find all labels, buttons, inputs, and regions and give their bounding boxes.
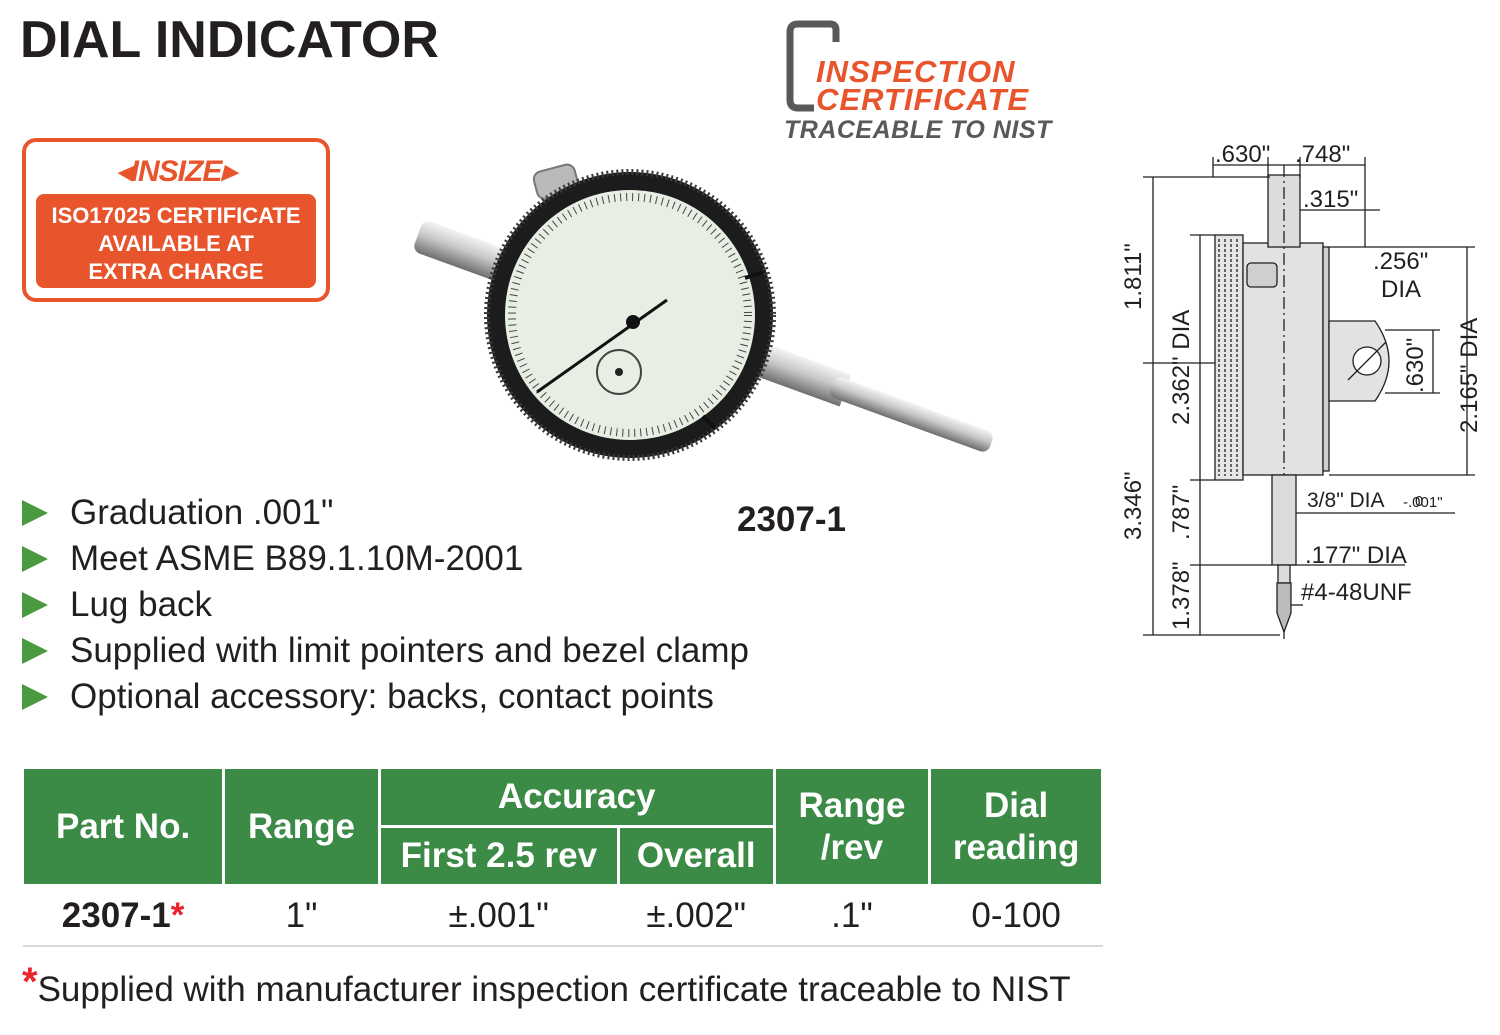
list-item: Graduation .001": [22, 490, 749, 536]
header-overall: Overall: [616, 825, 776, 887]
header-first-rev: First 2.5 rev: [377, 825, 620, 887]
page-title: DIAL INDICATOR: [20, 11, 439, 69]
dim-630-top: .630": [1215, 141, 1270, 168]
footnote: *Supplied with manufacturer inspection c…: [22, 960, 1071, 1010]
feature-list: Graduation .001" Meet ASME B89.1.10M-200…: [22, 490, 749, 720]
certificate-line-1: INSPECTION: [816, 54, 1016, 89]
dim-3-8-dia: 3/8" DIA: [1307, 489, 1385, 512]
dim-748: .748": [1295, 141, 1350, 168]
cell-range-rev: .1": [774, 885, 930, 947]
list-item: Meet ASME B89.1.10M-2001: [22, 536, 749, 582]
header-part-no: Part No.: [20, 766, 226, 887]
cell-dial-reading: 0-100: [929, 885, 1103, 947]
badge-line: AVAILABLE AT: [98, 231, 254, 256]
dim-2165-dia: 2.165" DIA: [1456, 318, 1483, 433]
header-accuracy: Accuracy: [377, 766, 776, 828]
badge-line: ISO17025 CERTIFICATE: [51, 203, 301, 228]
model-label: 2307-1: [737, 500, 846, 539]
dim-tolerance-lower-text: -.001": [1403, 494, 1443, 511]
cell-overall: ±.002": [618, 885, 775, 947]
bullet-arrow-icon: [22, 592, 48, 618]
certificate-line-2: CERTIFICATE: [816, 82, 1030, 117]
header-range: Range: [222, 766, 381, 887]
bullet-arrow-icon: [22, 546, 48, 572]
inspection-certificate-logo: INSPECTION CERTIFICATE TRACEABLE TO NIST: [784, 20, 1084, 150]
dim-1378: 1.378": [1168, 561, 1195, 630]
dim-1811: 1.811": [1120, 243, 1147, 310]
insize-logo: ◂INSIZE▸: [116, 155, 237, 188]
dim-tolerance-upper: 0: [1415, 493, 1423, 510]
dim-630-side: .630": [1402, 338, 1429, 393]
cell-range: 1": [223, 885, 380, 947]
dim-256: .256": [1373, 248, 1428, 275]
cell-first-rev: ±.001'': [379, 885, 619, 947]
dial-indicator-image: [414, 163, 993, 461]
certificate-bracket-icon: [786, 20, 840, 112]
list-item: Lug back: [22, 582, 749, 628]
badge-line: EXTRA CHARGE: [88, 259, 264, 284]
dim-2362-dia: 2.362" DIA: [1168, 310, 1195, 425]
header-range-rev: Range/rev: [772, 766, 932, 887]
dim-thread: #4-48UNF: [1301, 579, 1412, 606]
list-item: Supplied with limit pointers and bezel c…: [22, 628, 749, 674]
footnote-text: Supplied with manufacturer inspection ce…: [37, 970, 1071, 1009]
asterisk-marker: *: [170, 896, 185, 935]
asterisk-marker: *: [22, 960, 38, 1004]
certificate-line-3: TRACEABLE TO NIST: [784, 116, 1052, 144]
dim-256-dia: DIA: [1381, 276, 1421, 303]
dim-787: .787": [1168, 485, 1195, 540]
dim-315: .315": [1303, 186, 1358, 213]
cell-part-no: 2307-1*: [22, 885, 224, 947]
dimension-drawing: .630" .748" .315" .256" DIA 3/8" DIA 0 -…: [1120, 141, 1483, 640]
bullet-arrow-icon: [22, 684, 48, 710]
badge-text-box: ISO17025 CERTIFICATE AVAILABLE AT EXTRA …: [36, 194, 316, 288]
iso-certificate-badge: ◂INSIZE▸ ISO17025 CERTIFICATE AVAILABLE …: [22, 138, 330, 302]
table-row: 2307-1* 1" ±.001'' ±.002" .1" 0-100: [22, 885, 1103, 947]
dim-3346: 3.346": [1120, 471, 1147, 540]
bullet-arrow-icon: [22, 638, 48, 664]
bullet-arrow-icon: [22, 500, 48, 526]
list-item: Optional accessory: backs, contact point…: [22, 674, 749, 720]
dim-177-dia: .177" DIA: [1305, 542, 1407, 569]
